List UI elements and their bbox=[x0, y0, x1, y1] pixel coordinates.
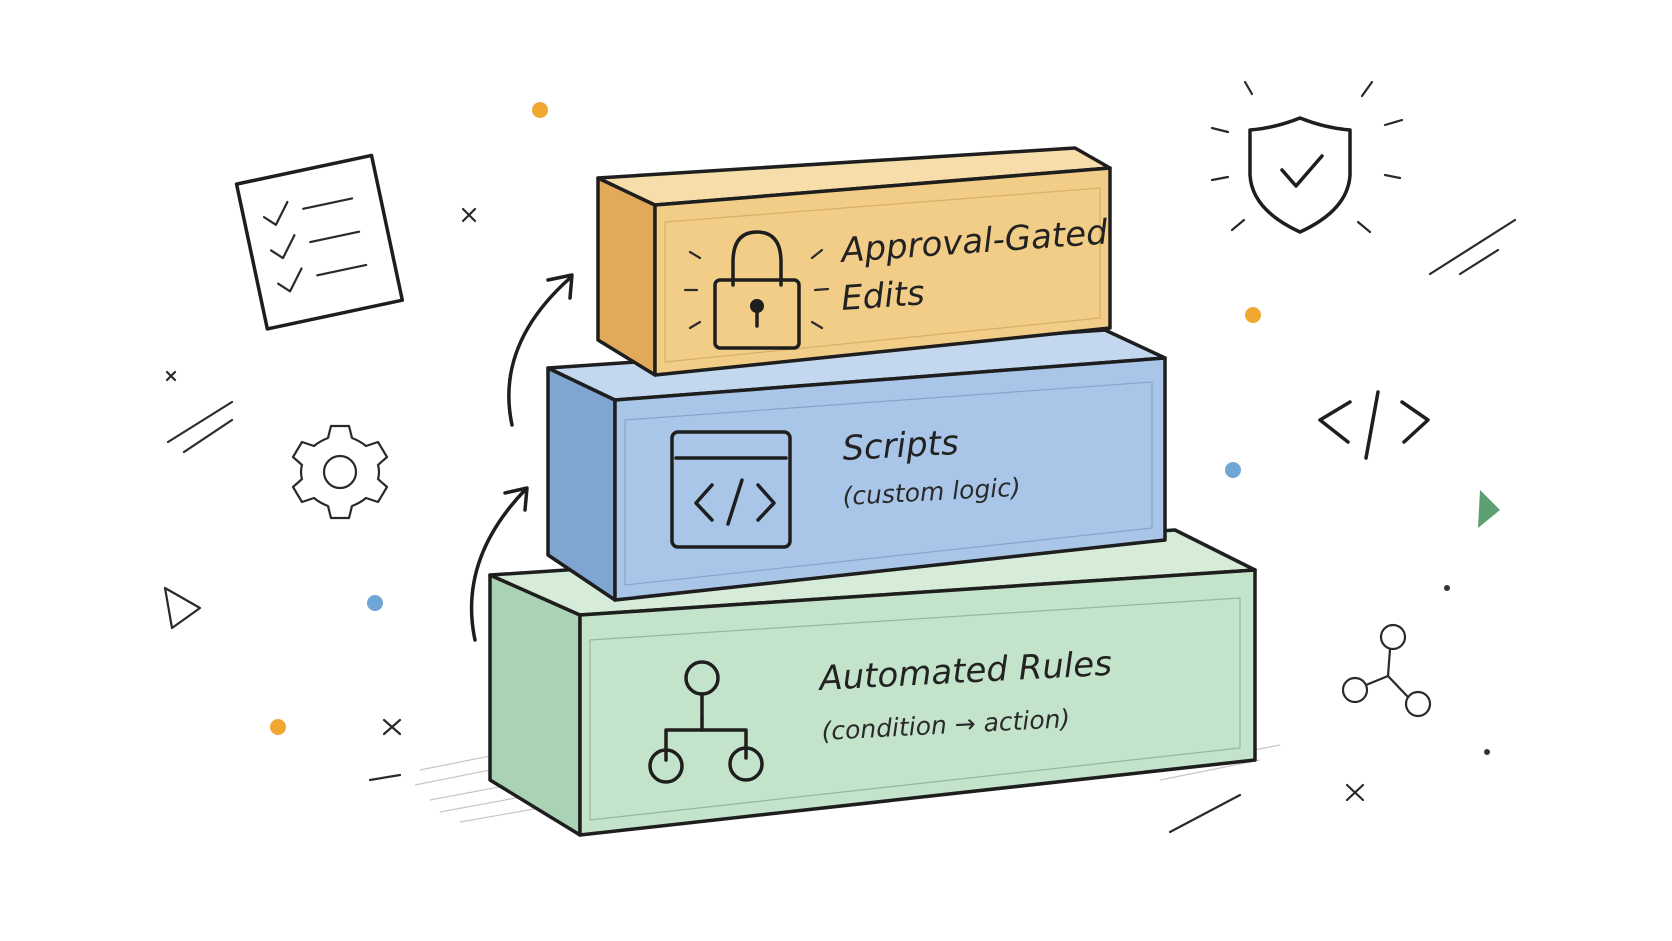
flow-tree-icon bbox=[648, 660, 764, 784]
decorative-dashes bbox=[166, 218, 1517, 834]
network-nodes-icon bbox=[1341, 623, 1432, 718]
decorative-dots bbox=[270, 102, 1490, 755]
up-arrow-icon bbox=[507, 273, 574, 427]
code-window-icon bbox=[670, 430, 792, 549]
green-triangle-icon bbox=[1478, 490, 1500, 528]
approval-title-line2: Edits bbox=[840, 273, 926, 319]
block-scripts: Scripts (custom logic) bbox=[546, 328, 1167, 602]
up-arrow-icon bbox=[469, 486, 529, 642]
checklist-icon bbox=[234, 153, 405, 331]
decorative-x-marks bbox=[165, 207, 1365, 802]
block-approval-gated-edits: Approval-Gated Edits bbox=[596, 146, 1112, 377]
code-brackets-icon bbox=[1318, 390, 1430, 460]
gear-icon bbox=[291, 424, 389, 520]
triangle-icon bbox=[163, 586, 202, 630]
shield-check-icon bbox=[1210, 80, 1404, 234]
scripts-title: Scripts bbox=[841, 423, 959, 469]
lock-icon bbox=[683, 230, 830, 350]
